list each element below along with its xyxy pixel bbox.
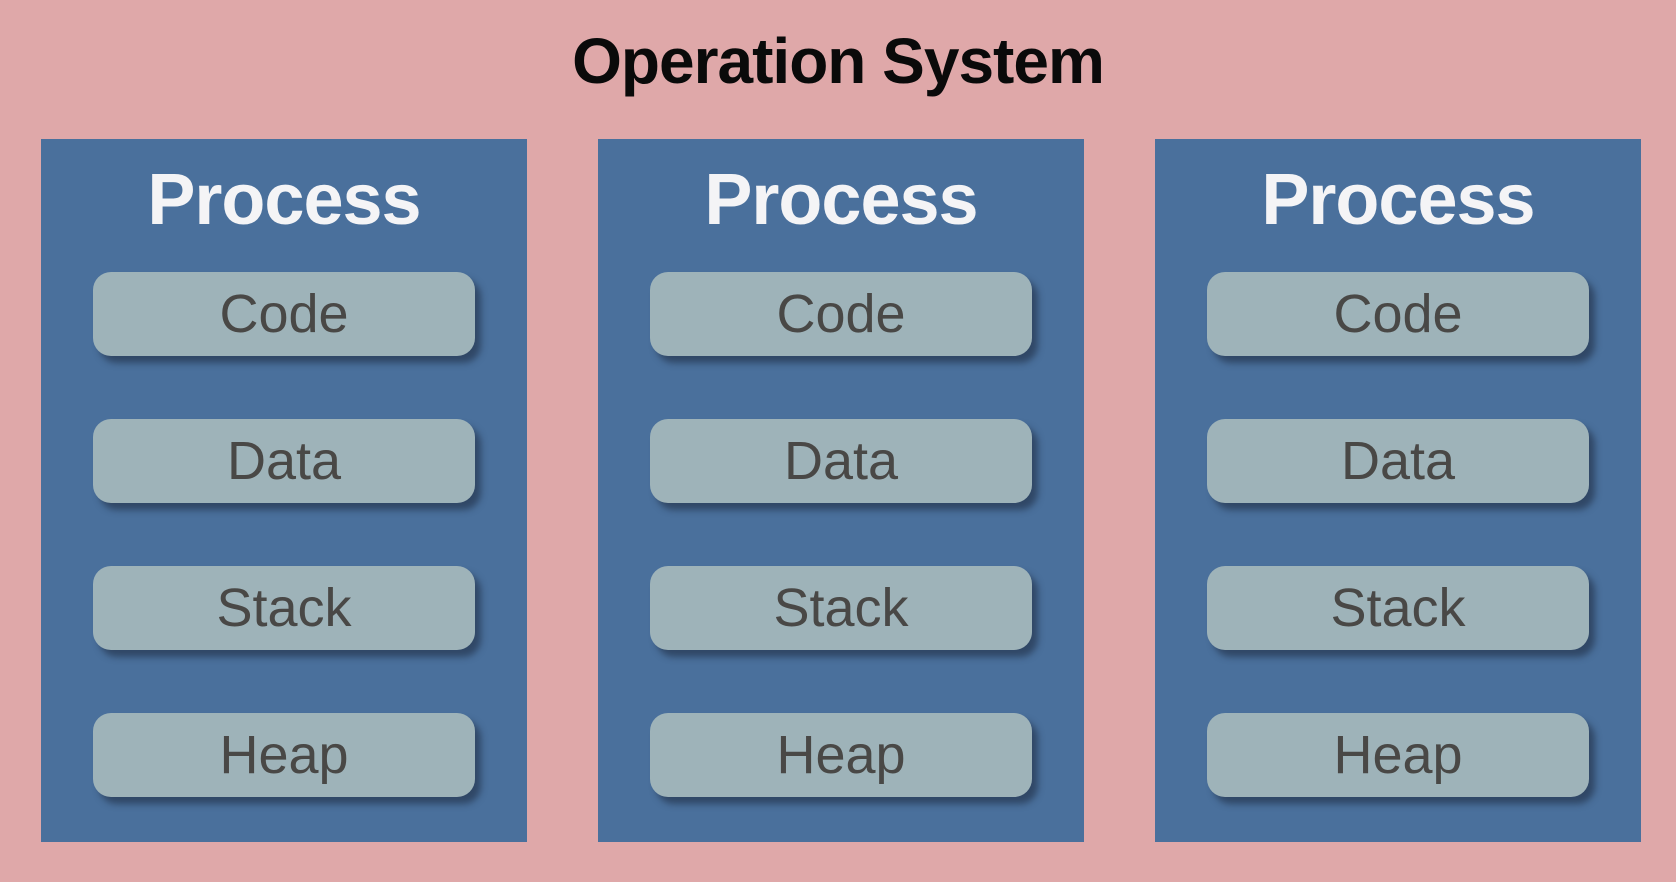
os-title: Operation System [572, 25, 1105, 97]
segment-stack: Stack [650, 566, 1032, 650]
process-box-3: Process Code Data Stack Heap [1155, 139, 1641, 842]
process-title: Process [147, 160, 421, 240]
process-box-2: Process Code Data Stack Heap [598, 139, 1084, 842]
segment-code: Code [1207, 272, 1589, 356]
process-box-1: Process Code Data Stack Heap [41, 139, 527, 842]
segment-heap: Heap [93, 713, 475, 797]
segment-data: Data [93, 419, 475, 503]
segment-heap: Heap [650, 713, 1032, 797]
segment-stack: Stack [93, 566, 475, 650]
segment-code: Code [93, 272, 475, 356]
segment-stack: Stack [1207, 566, 1589, 650]
segment-code: Code [650, 272, 1032, 356]
process-title: Process [704, 160, 978, 240]
segment-data: Data [650, 419, 1032, 503]
segment-heap: Heap [1207, 713, 1589, 797]
process-title: Process [1261, 160, 1535, 240]
segment-data: Data [1207, 419, 1589, 503]
